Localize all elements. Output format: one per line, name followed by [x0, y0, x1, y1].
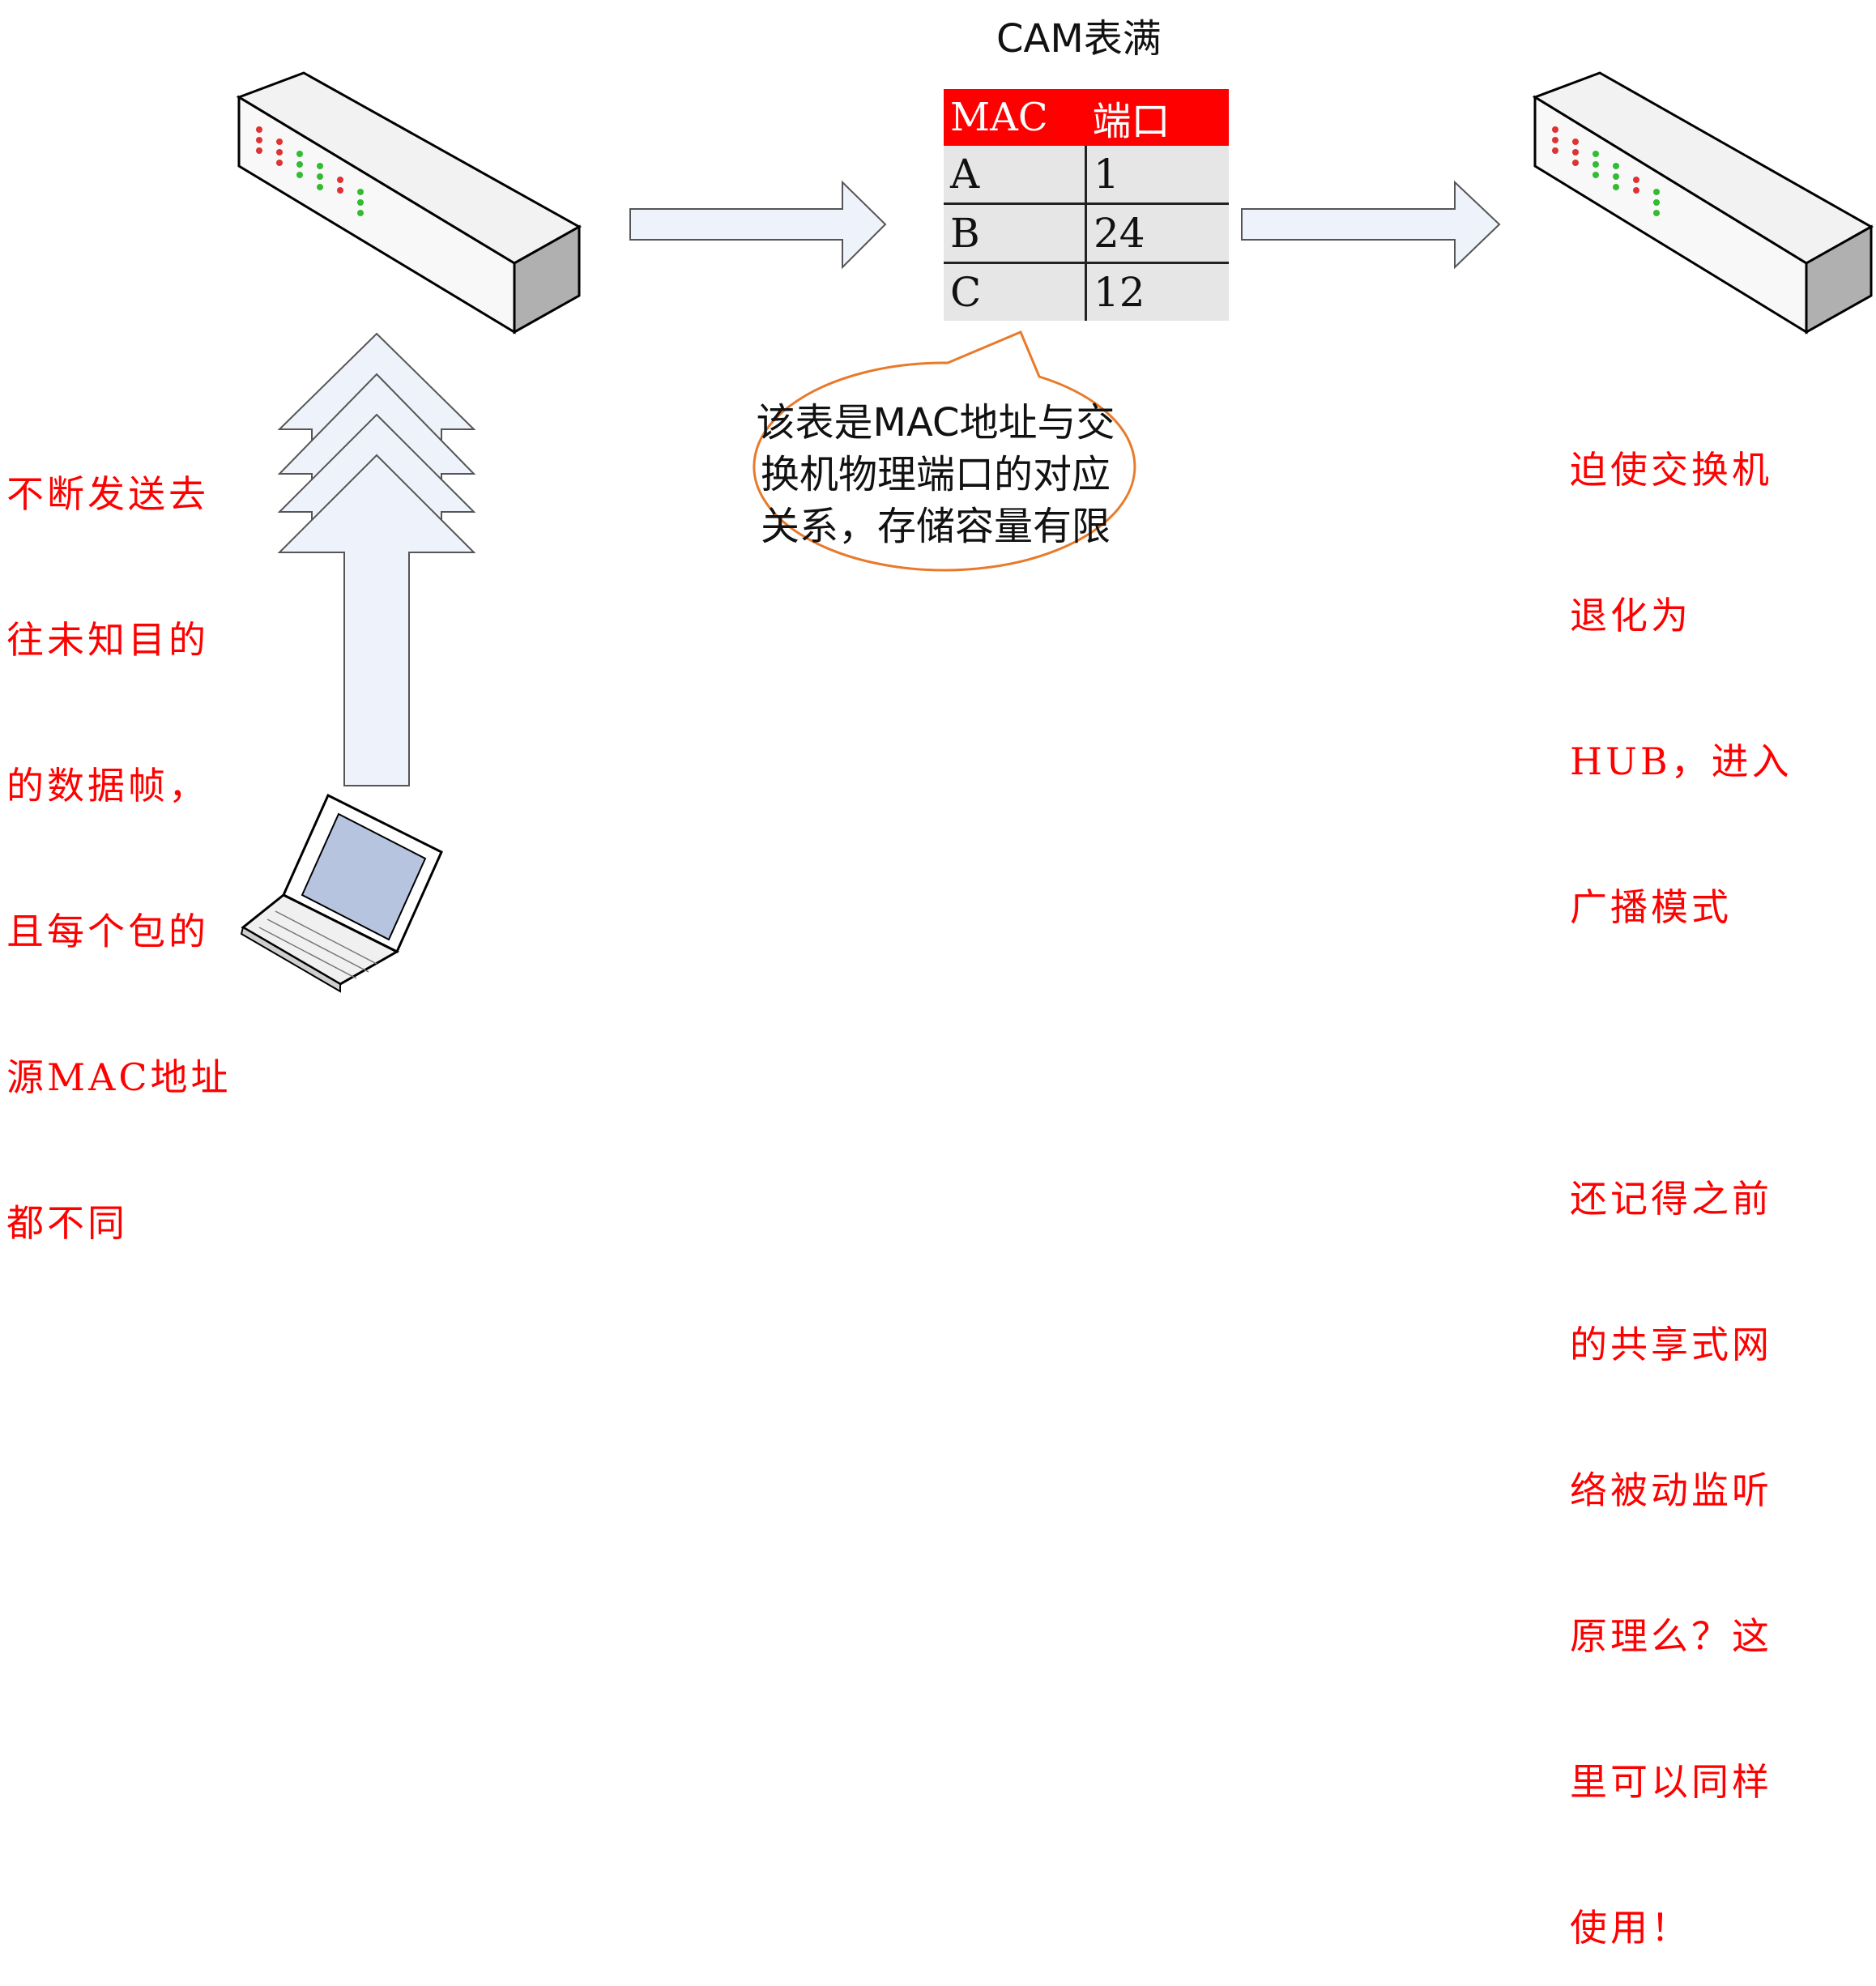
table-header-mac: MAC — [944, 89, 1086, 146]
right-note-line: 络被动监听 — [1570, 1468, 1772, 1512]
cam-table: MAC 端口 A 1 B 24 C 12 — [944, 89, 1229, 321]
switch-left-icon — [236, 71, 582, 335]
table-cell-mac: B — [944, 203, 1087, 264]
left-note-line: 不断发送去 — [6, 472, 209, 516]
table-row: A 1 — [944, 146, 1229, 205]
callout-text: 该表是MAC地址与交 换机物理端口的对应 关系，存储容量有限 — [745, 397, 1126, 552]
table-row: C 12 — [944, 262, 1229, 321]
stacked-up-arrows-icon — [277, 332, 476, 786]
table-cell-port: 24 — [1085, 203, 1229, 264]
right-note-line: 使用！ — [1570, 1906, 1691, 1950]
right-note: 迫使交换机 退化为 HUB，进入 广播模式 还记得之前 的共享式网 络被动监听 … — [1570, 348, 1793, 1986]
left-note-line: 往未知目的 — [6, 618, 209, 662]
table-cell-mac: A — [944, 146, 1087, 205]
right-note-line: 还记得之前 — [1570, 1177, 1772, 1221]
right-note-line: 迫使交换机 — [1570, 448, 1772, 492]
callout-line: 该表是MAC地址与交 — [756, 400, 1115, 445]
table-header-port: 端口 — [1085, 89, 1229, 146]
left-note-line: 都不同 — [6, 1201, 128, 1245]
laptop-icon — [240, 793, 443, 993]
arrow-right-2-icon — [1241, 180, 1501, 270]
left-note-line: 源MAC地址 — [6, 1055, 232, 1099]
left-note-line: 且每个包的 — [6, 910, 209, 953]
right-note-line: 原理么？这 — [1570, 1614, 1772, 1658]
table-cell-port: 12 — [1085, 262, 1229, 321]
callout-line: 换机物理端口的对应 — [760, 452, 1111, 497]
diagram-canvas — [236, 71, 1874, 993]
cam-table-title: CAM表满 — [996, 16, 1162, 62]
right-note-line: 广播模式 — [1570, 885, 1732, 929]
table-row: B 24 — [944, 203, 1229, 264]
right-note-line: 的共享式网 — [1570, 1323, 1772, 1366]
callout-line: 关系，存储容量有限 — [760, 504, 1111, 549]
callout-bubble — [753, 330, 1136, 572]
table-cell-mac: C — [944, 262, 1087, 321]
right-note-line: HUB，进入 — [1570, 739, 1793, 783]
table-cell-port: 1 — [1085, 146, 1229, 205]
right-note-line: 里可以同样 — [1570, 1760, 1772, 1804]
left-note: 不断发送去 往未知目的 的数据帧， 且每个包的 源MAC地址 都不同 — [6, 373, 232, 1296]
right-note-line: 退化为 — [1570, 594, 1691, 637]
left-note-line: 的数据帧， — [6, 764, 209, 808]
switch-right-icon — [1532, 71, 1874, 335]
right-note-line — [1570, 1029, 1793, 1077]
arrow-right-1-icon — [629, 180, 887, 270]
